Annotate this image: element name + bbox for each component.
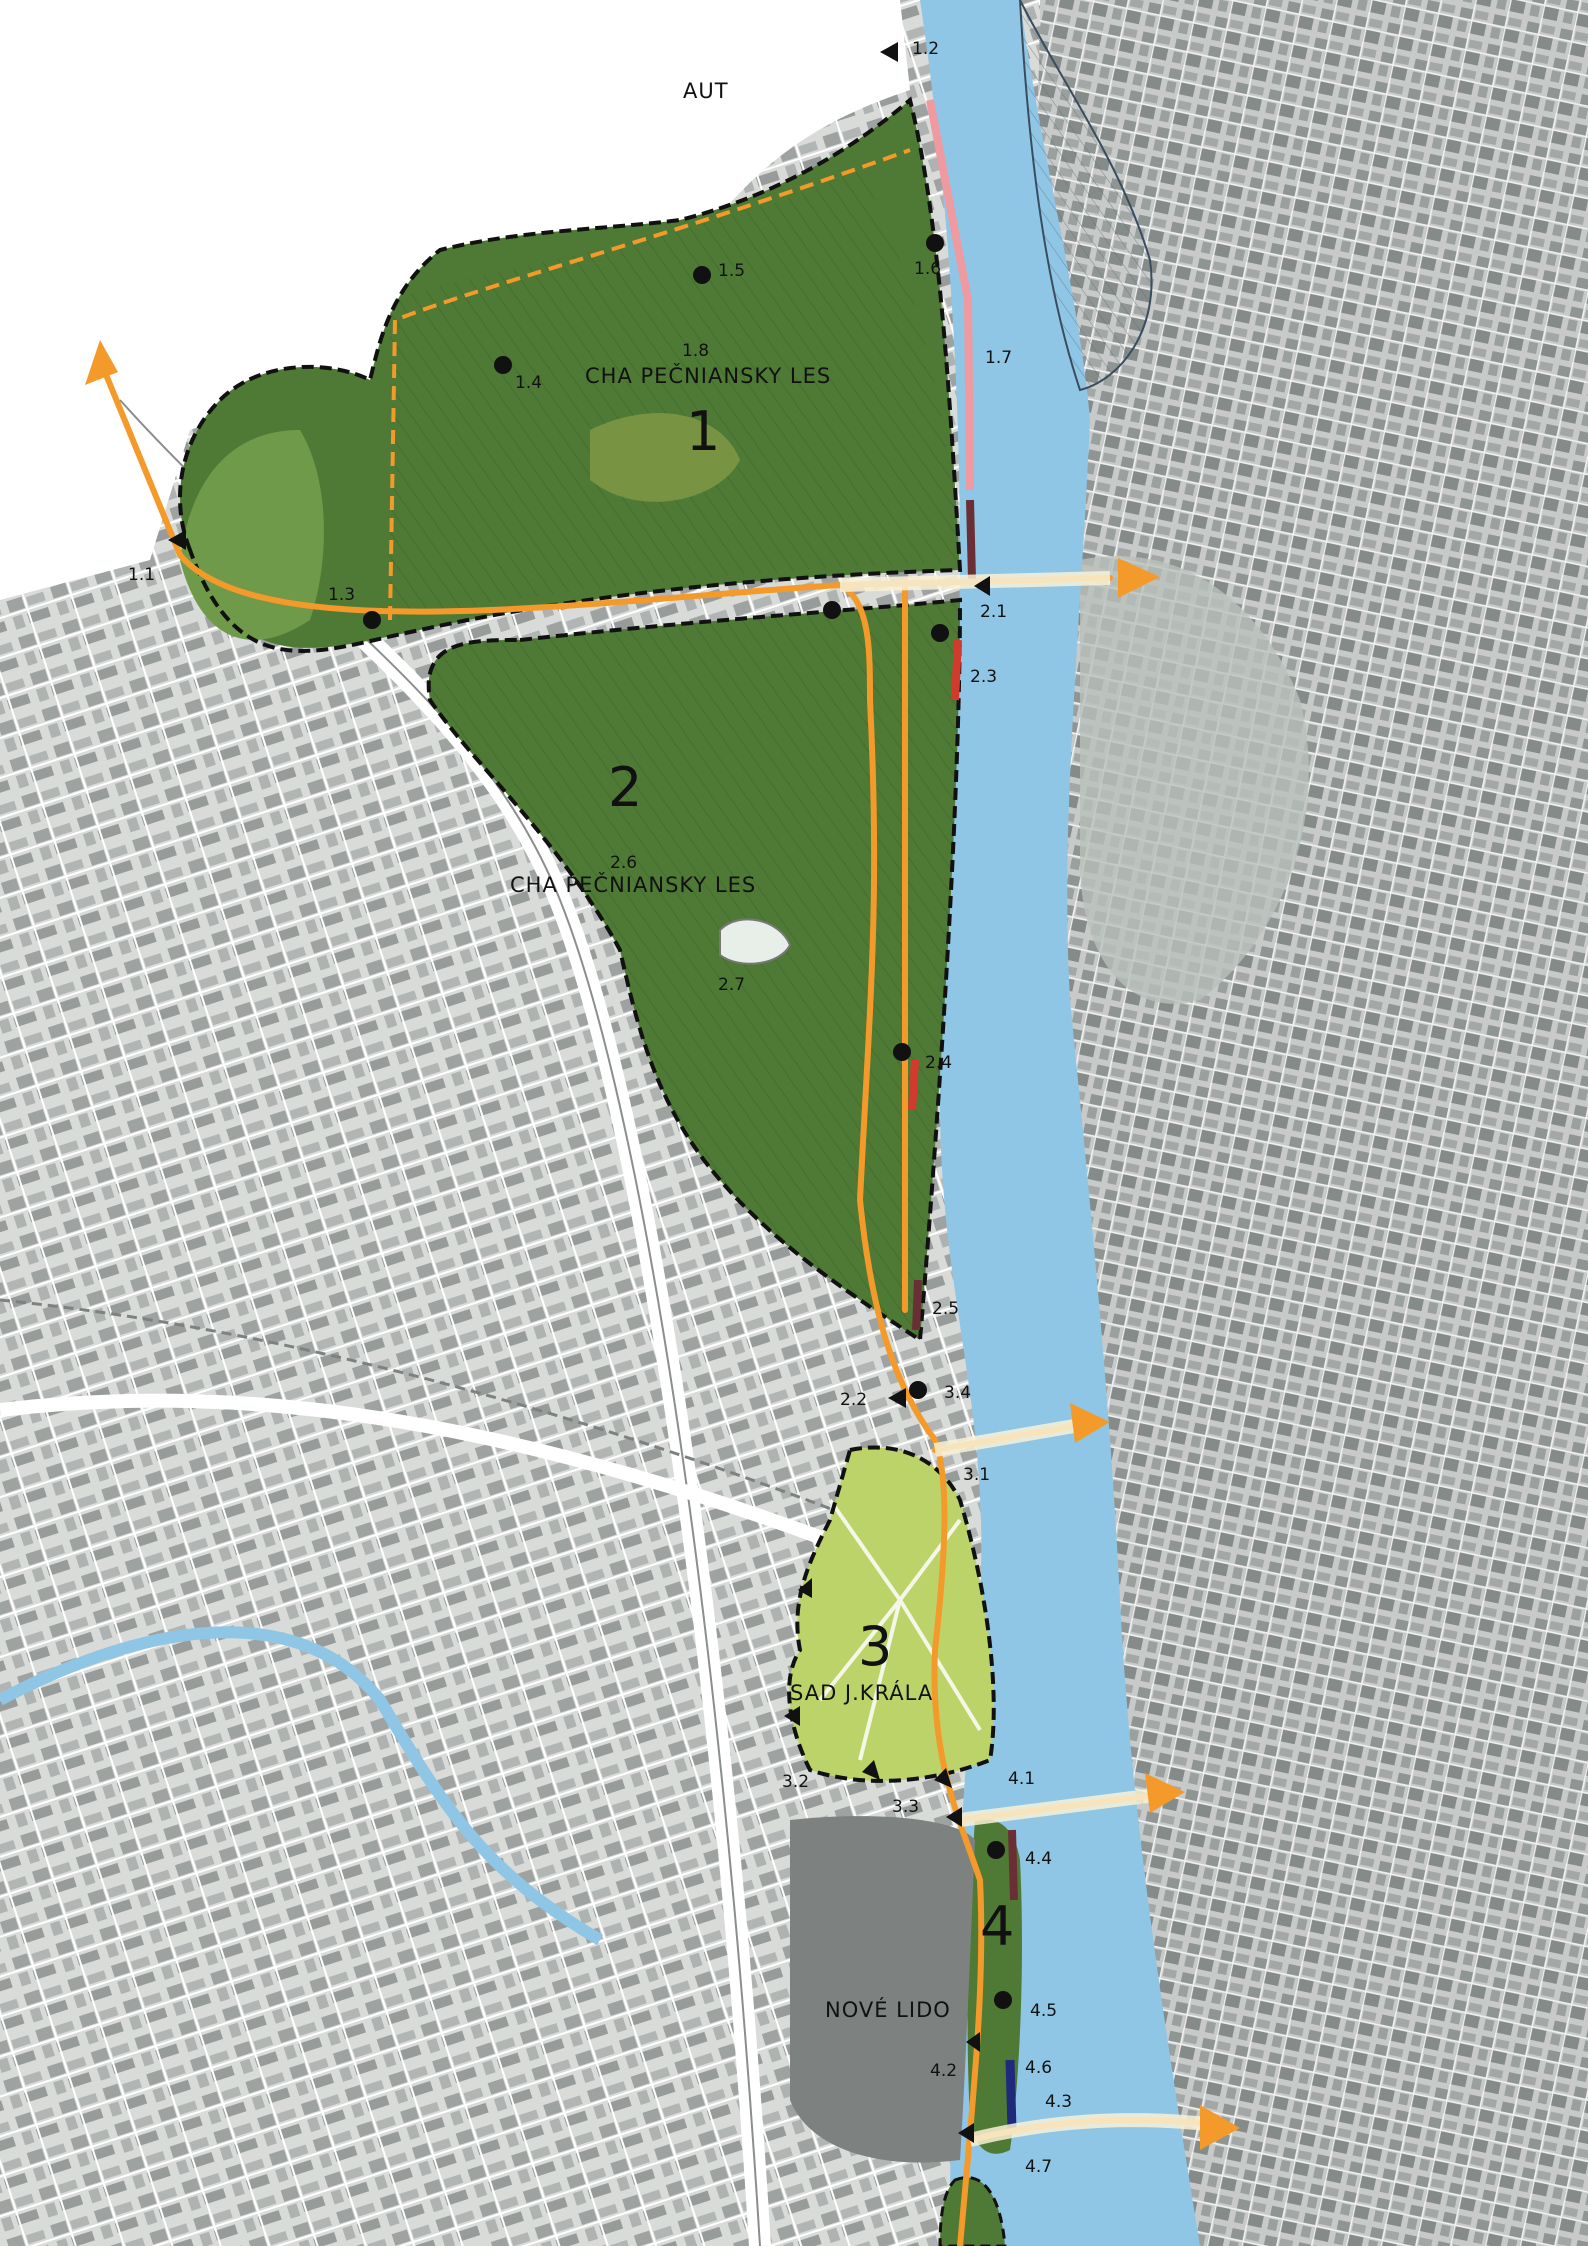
area-2-number: 2 <box>608 756 642 819</box>
point-label-1-7: 1.7 <box>985 348 1012 368</box>
bank-dark-2 <box>912 1279 922 1331</box>
bank-dark-3 <box>1008 1829 1018 1901</box>
road-west <box>0 1393 883 1567</box>
point-label-2-6: 2.6 <box>610 853 637 873</box>
rail-line <box>0 1298 861 1522</box>
top-label: AUT <box>683 79 729 103</box>
point-label-1-6: 1.6 <box>914 259 941 279</box>
point-label-3-3: 3.3 <box>892 1797 919 1817</box>
area-3-paths <box>818 1498 982 1761</box>
point-label-4-3: 4.3 <box>1045 2092 1072 2112</box>
viewpoint-triangle-icon <box>168 42 990 2143</box>
point-label-1-4: 1.4 <box>515 373 542 393</box>
bank-pink <box>926 99 974 491</box>
point-label-4-4: 4.4 <box>1025 1849 1052 1869</box>
point-marker-icon <box>363 234 1012 2009</box>
area-1-meadow <box>590 413 740 502</box>
area-1-hatch <box>390 170 960 620</box>
area-1-west-meadow <box>180 430 324 640</box>
area-3-boundary <box>787 1445 996 1783</box>
point-label-4-1: 4.1 <box>1008 1769 1035 1789</box>
area-2-boundary <box>426 597 963 1344</box>
point-label-4-6: 4.6 <box>1025 2058 1052 2078</box>
canal <box>0 1626 604 1946</box>
area-3-name: SAD J.KRÁLA <box>790 1680 933 1705</box>
point-label-3-1: 3.1 <box>963 1465 990 1485</box>
point-label-1-1: 1.1 <box>128 565 155 585</box>
point-label-1-3: 1.3 <box>328 585 355 605</box>
island <box>1019 0 1153 392</box>
point-label-3-4: 3.4 <box>944 1383 971 1403</box>
point-label-4-5: 4.5 <box>1030 2001 1057 2021</box>
point-label-2-5: 2.5 <box>932 1299 959 1319</box>
point-label-2-3: 2.3 <box>970 667 997 687</box>
bank-navy <box>1005 2059 1017 2131</box>
area-1-name: CHA PEČNIANSKY LES <box>585 363 831 388</box>
area-2-lake <box>719 918 792 965</box>
area-4-number: 4 <box>980 1895 1014 1958</box>
bank-red <box>951 639 962 701</box>
area-2-hatch <box>428 600 961 1340</box>
point-label-1-5: 1.5 <box>718 261 745 281</box>
arrow-head-icon <box>85 340 1240 2150</box>
point-label-1-2: 1.2 <box>912 39 939 59</box>
point-label-2-4: 2.4 <box>925 1053 952 1073</box>
area-4-name: NOVÉ LIDO <box>825 1997 951 2022</box>
point-label-4-2: 4.2 <box>930 2061 957 2081</box>
area-1-orange-boundary <box>388 148 911 621</box>
area-2-name: CHA PEČNIANSKY LES <box>510 872 756 897</box>
bank-dark <box>966 499 976 581</box>
bank-red-2 <box>908 1059 919 1111</box>
point-label-3-2: 3.2 <box>782 1772 809 1792</box>
area-3-number: 3 <box>858 1615 892 1678</box>
point-label-2-7: 2.7 <box>718 975 745 995</box>
bridges <box>839 571 1216 2147</box>
point-label-4-7: 4.7 <box>1025 2157 1052 2177</box>
point-label-1-8: 1.8 <box>682 341 709 361</box>
point-label-2-2: 2.2 <box>840 1390 867 1410</box>
urban-east-green <box>1080 556 1309 1004</box>
area-1-boundary <box>178 96 963 653</box>
point-label-2-1: 2.1 <box>980 602 1007 622</box>
area-1-number: 1 <box>686 400 720 463</box>
nove-lido-zone <box>790 1816 975 2163</box>
